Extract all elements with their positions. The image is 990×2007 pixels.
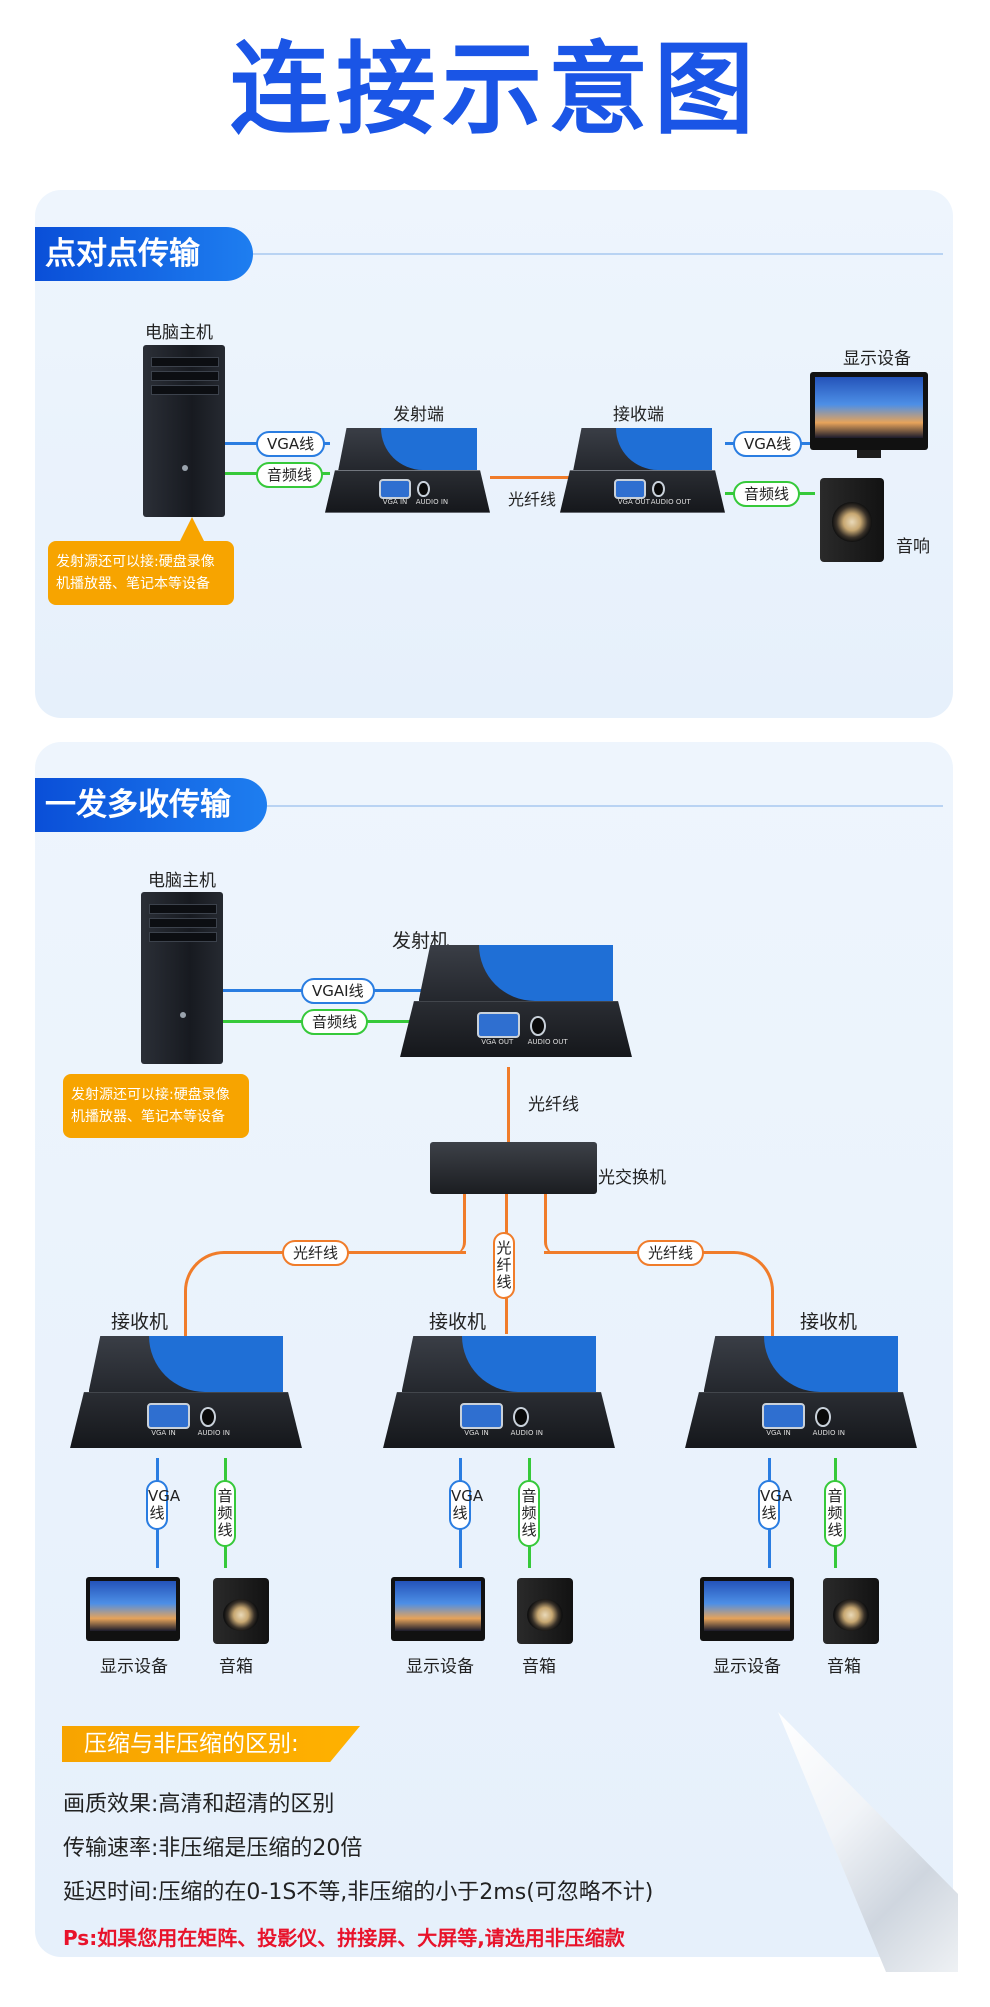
- r1-display-label: 显示设备: [100, 1657, 168, 1677]
- section-divider-2: [267, 805, 943, 807]
- receiver2-port-audio: AUDIO IN: [510, 1428, 543, 1437]
- speaker-label: 音响: [896, 537, 930, 557]
- fiber-switch-device: [430, 1142, 597, 1194]
- pc-label: 电脑主机: [145, 323, 213, 343]
- pc-tower-icon: [143, 345, 225, 517]
- r2-display-label: 显示设备: [406, 1657, 474, 1677]
- fiber-left-label: 光纤线: [282, 1240, 350, 1266]
- page-title: 连接示意图: [230, 31, 760, 148]
- receiver1-device: VGA IN AUDIO IN: [70, 1336, 302, 1458]
- receiver-port-vga: VGA OUT: [617, 497, 650, 506]
- section-divider: [253, 253, 943, 255]
- receiver2-label: 接收机: [429, 1311, 487, 1333]
- section-point-to-point-tab: 点对点传输: [35, 227, 253, 281]
- source-note: 发射源还可以接:硬盘录像机播放器、笔记本等设备: [48, 541, 234, 605]
- receiver3-port-vga: VGA IN: [766, 1428, 791, 1437]
- transmitter-port-vga: VGA OUT: [481, 1037, 514, 1046]
- receiver1-label: 接收机: [111, 1311, 169, 1333]
- r3-vga-label: VGA线: [758, 1480, 792, 1530]
- receiver3-device: VGA IN AUDIO IN: [685, 1336, 917, 1458]
- receiver3-label: 接收机: [800, 1311, 858, 1333]
- note-pointer: [180, 517, 204, 541]
- r2-speaker-label: 音箱: [522, 1657, 556, 1677]
- monitor-icon: [810, 372, 928, 458]
- compress-line-3: 延迟时间:压缩的在0-1S不等,非压缩的小于2ms(可忽略不计): [63, 1880, 654, 1905]
- compress-line-1: 画质效果:高清和超清的区别: [63, 1792, 335, 1817]
- r2-audio-label: 音频线: [518, 1480, 540, 1547]
- compress-line-2: 传输速率:非压缩是压缩的20倍: [63, 1836, 363, 1861]
- r1-monitor-icon: [86, 1577, 180, 1641]
- fiber-right-label: 光纤线: [637, 1240, 705, 1266]
- receiver2-device: VGA IN AUDIO IN: [383, 1336, 615, 1458]
- receiver1-port-audio: AUDIO IN: [197, 1428, 230, 1437]
- r3-speaker-icon: [823, 1578, 879, 1644]
- switch-label: 光交换机: [598, 1168, 666, 1188]
- fiber-cable-line: [490, 476, 570, 479]
- sender-port-vga: VGA IN: [382, 497, 408, 506]
- r1-speaker-icon: [213, 1578, 269, 1644]
- audio-cable-label: 音频线: [256, 462, 324, 488]
- r3-monitor-icon: [700, 1577, 794, 1641]
- pc2-label: 电脑主机: [148, 871, 216, 891]
- section-one-to-many-tab: 一发多收传输: [35, 778, 267, 832]
- r3-speaker-label: 音箱: [827, 1657, 861, 1677]
- r2-monitor-icon: [391, 1577, 485, 1641]
- fiber-center-label: 光纤线: [493, 1232, 515, 1299]
- sender-port-audio: AUDIO IN: [415, 497, 449, 506]
- vga-cable-label-2: VGAI线: [301, 978, 375, 1004]
- fiber-branch-left-drop: [184, 1194, 466, 1254]
- source-note-2: 发射源还可以接:硬盘录像机播放器、笔记本等设备: [63, 1074, 249, 1138]
- r2-speaker-icon: [517, 1578, 573, 1644]
- transmitter-port-audio: AUDIO OUT: [527, 1037, 568, 1046]
- transmitter-device: VGA OUT AUDIO OUT: [400, 945, 632, 1067]
- receiver3-port-audio: AUDIO IN: [812, 1428, 845, 1437]
- vga-cable-label: VGA线: [256, 431, 326, 457]
- receiver1-port-vga: VGA IN: [151, 1428, 176, 1437]
- r3-display-label: 显示设备: [713, 1657, 781, 1677]
- sender-label: 发射端: [393, 405, 444, 425]
- receiver2-port-vga: VGA IN: [464, 1428, 489, 1437]
- receiver-port-audio: AUDIO OUT: [650, 497, 691, 506]
- fiber-branch-right-drop: [544, 1194, 774, 1254]
- r1-speaker-label: 音箱: [219, 1657, 253, 1677]
- r1-audio-label: 音频线: [214, 1480, 236, 1547]
- r1-vga-label: VGA线: [146, 1480, 180, 1530]
- vga-out-cable-label: VGA线: [733, 431, 803, 457]
- pc2-tower-icon: [141, 892, 223, 1064]
- speaker-icon: [820, 478, 884, 562]
- fiber-uplink-label: 光纤线: [528, 1095, 579, 1115]
- compress-tag: 压缩与非压缩的区别:: [62, 1726, 360, 1762]
- audio-out-cable-label: 音频线: [733, 481, 801, 507]
- receiver-device: VGA OUT AUDIO OUT: [560, 428, 725, 520]
- r3-audio-label: 音频线: [824, 1480, 846, 1547]
- r2-vga-label: VGA线: [449, 1480, 483, 1530]
- ps-note: Ps:如果您用在矩阵、投影仪、拼接屏、大屏等,请选用非压缩款: [63, 1926, 625, 1950]
- audio-cable-label-2: 音频线: [301, 1009, 369, 1035]
- receiver-label: 接收端: [613, 405, 664, 425]
- display-label: 显示设备: [843, 349, 911, 369]
- sender-device: VGA IN AUDIO IN: [325, 428, 490, 520]
- fiber-cable-label: 光纤线: [508, 490, 557, 509]
- fiber-uplink-line: [507, 1067, 510, 1145]
